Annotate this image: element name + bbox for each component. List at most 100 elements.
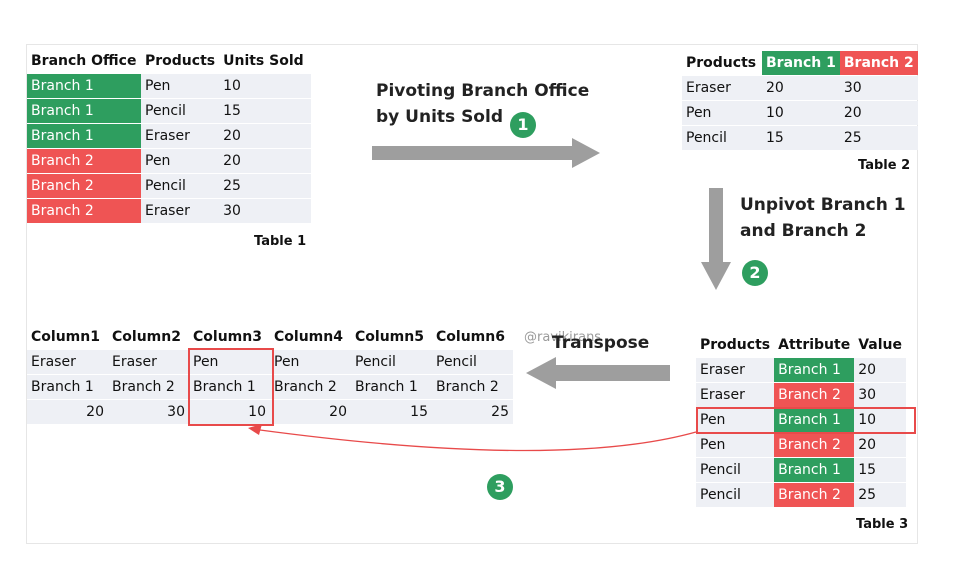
t4-cell: Eraser (108, 350, 189, 374)
t3-product-cell: Eraser (696, 383, 775, 407)
t1-product-cell: Pen (141, 149, 220, 173)
t2-cell: 15 (762, 126, 840, 150)
t1-product-cell: Pencil (141, 174, 220, 198)
t2-cell: Pencil (682, 126, 762, 150)
t3-attribute-cell: Branch 2 (774, 483, 855, 507)
left-arrow-icon (526, 357, 670, 389)
transpose-label: Transpose (552, 333, 650, 353)
table-2-caption: Table 2 (858, 158, 911, 173)
t4-cell: 10 (189, 400, 270, 424)
table-1: Branch Office Products Units Sold Branch… (27, 48, 312, 224)
t1-product-cell: Eraser (141, 199, 220, 223)
t1-branch-cell: Branch 2 (27, 174, 141, 198)
left-arrow-shape (526, 357, 670, 389)
table-3-caption: Table 3 (856, 517, 909, 532)
t3-product-cell: Pen (696, 408, 775, 432)
step-1-label-line-1: Pivoting Branch Office (376, 81, 590, 101)
t4-cell: Branch 1 (189, 375, 270, 399)
right-arrow-shape (372, 138, 600, 168)
t3-product-cell: Pencil (696, 483, 775, 507)
step-2-label-line-1: Unpivot Branch 1 (740, 195, 906, 215)
curved-arrow-line (259, 429, 697, 452)
t2-cell: 20 (762, 76, 840, 100)
t4-cell: Branch 2 (270, 375, 351, 399)
t4-cell: 30 (108, 400, 189, 424)
t3-value-cell: 20 (854, 433, 906, 457)
t3-value-cell: 15 (854, 458, 906, 482)
table-2-header-row: Products Branch 1 Branch 2 (682, 51, 918, 75)
t3-header-value: Value (854, 333, 906, 357)
t4-cell: Branch 2 (108, 375, 189, 399)
t4-cell: Branch 1 (351, 375, 432, 399)
t4-cell: 25 (432, 400, 513, 424)
t4-cell: Pencil (432, 350, 513, 374)
t2-cell: Eraser (682, 76, 762, 100)
t1-product-cell: Pen (141, 74, 220, 98)
t2-header-branch-2: Branch 2 (839, 51, 918, 75)
diagram-frame (26, 44, 918, 544)
t3-header-attribute: Attribute (774, 333, 855, 357)
t4-header-cell: Column3 (189, 325, 270, 349)
step-2-label: Unpivot Branch 1 and Branch 2 (740, 192, 906, 244)
table-1-header-row: Branch Office Products Units Sold (27, 49, 312, 73)
t4-cell: Branch 1 (27, 375, 108, 399)
t1-header-units-sold: Units Sold (219, 49, 312, 73)
t1-branch-cell: Branch 1 (27, 124, 141, 148)
t4-cell: 20 (27, 400, 108, 424)
t3-attribute-cell: Branch 2 (774, 433, 855, 457)
t1-units-cell: 20 (219, 149, 312, 173)
t2-cell: 30 (839, 76, 918, 100)
t4-cell: Pen (270, 350, 351, 374)
t3-value-cell: 10 (854, 408, 906, 432)
t1-units-cell: 15 (219, 99, 312, 123)
t3-value-cell: 25 (854, 483, 906, 507)
t3-value-cell: 30 (854, 383, 906, 407)
watermark: @ravikirans (524, 330, 602, 345)
t1-product-cell: Eraser (141, 124, 220, 148)
t3-attribute-cell: Branch 2 (774, 383, 855, 407)
step-2-label-line-2: and Branch 2 (740, 221, 867, 241)
t1-branch-cell: Branch 2 (27, 199, 141, 223)
t4-cell: 15 (351, 400, 432, 424)
t4-header-cell: Column4 (270, 325, 351, 349)
t2-cell: Pen (682, 101, 762, 125)
t4-cell: Branch 2 (432, 375, 513, 399)
t1-units-cell: 25 (219, 174, 312, 198)
t1-branch-cell: Branch 2 (27, 149, 141, 173)
t1-header-products: Products (141, 49, 220, 73)
t4-cell: Pen (189, 350, 270, 374)
down-arrow-shape (701, 188, 731, 290)
t3-attribute-cell: Branch 1 (774, 358, 855, 382)
t4-header-cell: Column1 (27, 325, 108, 349)
t1-branch-cell: Branch 1 (27, 99, 141, 123)
step-1-label: Pivoting Branch Office by Units Sold (376, 78, 589, 130)
curved-arrow-head (248, 424, 262, 435)
t4-cell: Eraser (27, 350, 108, 374)
t2-cell: 25 (839, 126, 918, 150)
t4-header-cell: Column5 (351, 325, 432, 349)
t4-cell: Pencil (351, 350, 432, 374)
step-2-badge: 2 (742, 260, 768, 286)
highlight-column3-box (188, 348, 274, 426)
t2-cell: 20 (839, 101, 918, 125)
t4-header-cell: Column6 (432, 325, 513, 349)
t1-units-cell: 10 (219, 74, 312, 98)
highlight-pen-branch1-row (696, 407, 916, 434)
